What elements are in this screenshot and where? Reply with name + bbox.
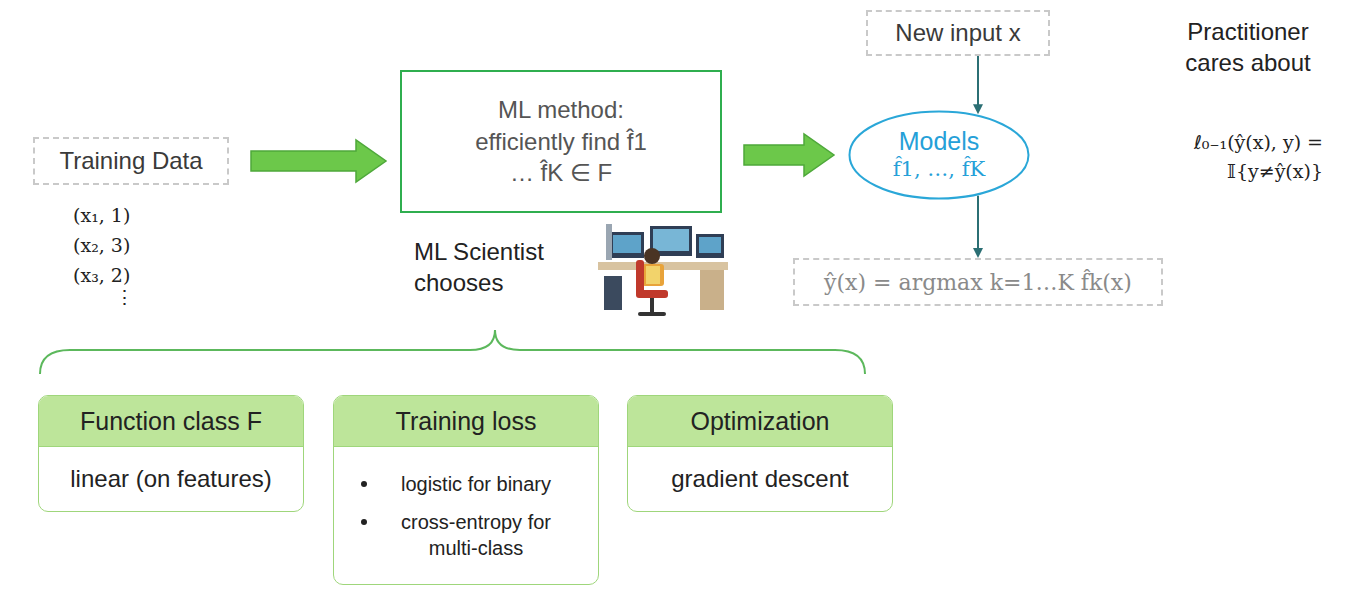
connector-arrow xyxy=(973,196,983,258)
method-box: ML method: efficiently find f̂1 … f̂K ∈ … xyxy=(400,70,722,213)
monitor xyxy=(610,232,644,258)
card-header: Function class F xyxy=(39,396,303,447)
card-title: Function class F xyxy=(80,407,262,436)
lamp xyxy=(606,224,612,260)
flow-arrow xyxy=(251,140,386,182)
scientist-illustration xyxy=(598,224,728,316)
ellipse-outline xyxy=(848,110,1030,200)
card-body: logistic for binary cross-entropy for mul… xyxy=(334,447,598,584)
chair-post xyxy=(650,298,654,312)
card-body: gradient descent xyxy=(628,447,892,511)
monitor-screen xyxy=(699,237,721,253)
connector-line xyxy=(977,56,979,106)
bullet-item: cross-entropy for multi-class xyxy=(361,509,571,561)
computer-tower xyxy=(604,276,622,310)
connector-arrow xyxy=(973,56,983,114)
prediction-box: ŷ(x) = argmax k=1…K f̂k(x) xyxy=(793,258,1163,306)
node-text: ML method: efficiently find f̂1 … f̂K ∈ … xyxy=(466,94,656,189)
node-text: New input x xyxy=(895,19,1020,47)
card-header: Training loss xyxy=(334,396,598,447)
bullet-item: logistic for binary xyxy=(361,471,571,497)
ellipsis: ⋮ xyxy=(115,286,134,308)
input-box: New input x xyxy=(866,10,1050,56)
bullet-dot xyxy=(361,519,367,525)
grouping-brace xyxy=(40,330,865,374)
choice-card: Optimization gradient descent xyxy=(627,395,893,512)
role-note: Practitioner cares about xyxy=(1168,16,1328,78)
monitor-screen xyxy=(653,229,689,251)
ellipse-shape xyxy=(850,112,1029,199)
person-body xyxy=(642,264,664,286)
flow-arrow-shape xyxy=(251,140,386,182)
chair-seat xyxy=(636,290,668,298)
loss-formula: ℓ₀₋₁(ŷ(x), y) = 𝕀{y≠ŷ(x)} xyxy=(1105,128,1323,185)
bullet-text: logistic for binary xyxy=(381,471,571,497)
arrow-head xyxy=(973,104,983,114)
bullet-dot xyxy=(361,481,367,487)
person-head xyxy=(644,248,660,264)
desk-cabinet xyxy=(700,270,724,310)
flow-arrow-shape xyxy=(744,134,834,176)
chair-base xyxy=(638,312,666,316)
node-text: ŷ(x) = argmax k=1…K f̂k(x) xyxy=(824,270,1132,295)
role-note: ML Scientist chooses xyxy=(414,236,574,298)
card-header: Optimization xyxy=(628,396,892,447)
models-ellipse: Modelsf̂1, …, f̂K xyxy=(848,110,1030,200)
person-vest xyxy=(646,266,660,284)
monitor xyxy=(696,234,724,258)
node-text: Training Data xyxy=(59,147,202,175)
bullet-text: cross-entropy for multi-class xyxy=(381,509,571,561)
data-pair: (x₁, 1) xyxy=(73,204,130,226)
card-title: Optimization xyxy=(691,407,830,436)
node-title: Models xyxy=(899,127,980,156)
card-body: linear (on features) xyxy=(39,447,303,511)
card-title: Training loss xyxy=(396,407,537,436)
card-text: gradient descent xyxy=(671,465,848,493)
monitor-screen xyxy=(613,235,641,253)
choice-card: Training loss logistic for binary cross-en… xyxy=(333,395,599,585)
data-box: Training Data xyxy=(33,137,229,185)
flow-arrow xyxy=(744,134,834,176)
data-pair: (x₂, 3) xyxy=(73,234,130,256)
card-text: linear (on features) xyxy=(70,465,271,493)
choice-card: Function class F linear (on features) xyxy=(38,395,304,512)
node-body: f̂1, …, f̂K xyxy=(893,156,985,183)
data-pair: (x₃, 2) xyxy=(73,264,130,286)
arrow-head xyxy=(973,248,983,258)
connector-line xyxy=(977,196,979,250)
